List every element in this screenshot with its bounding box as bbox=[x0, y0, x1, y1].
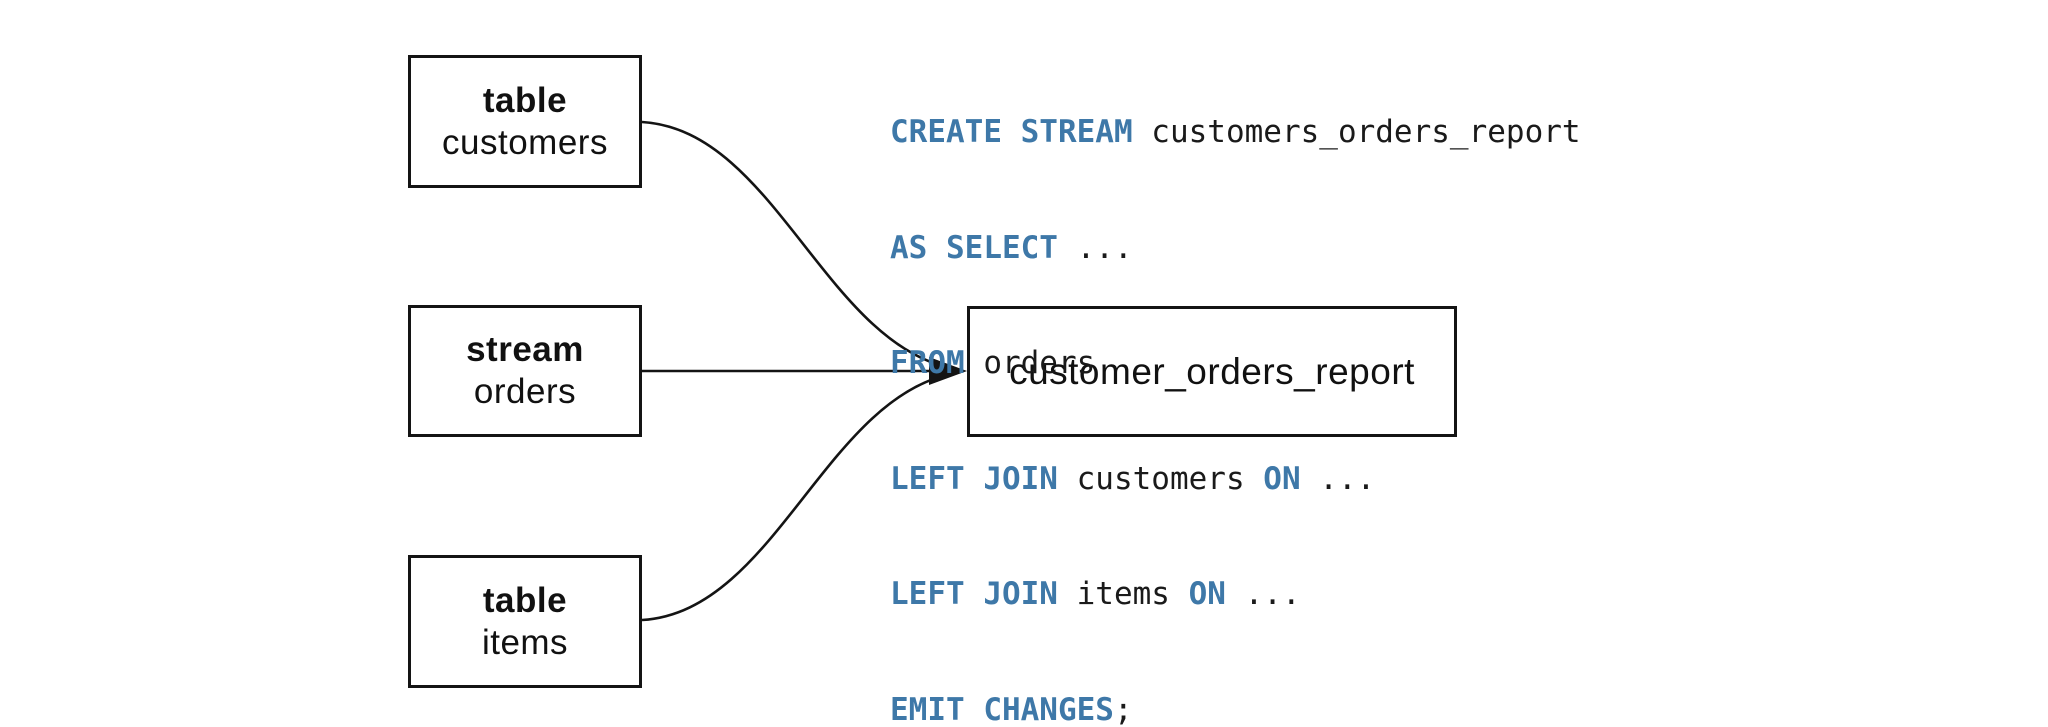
node-kind-label: table bbox=[482, 80, 568, 120]
node-name-label: customers bbox=[442, 122, 608, 162]
node-name-label: customer_orders_report bbox=[1009, 350, 1415, 392]
sql-text: customers_orders_report bbox=[1132, 114, 1581, 150]
node-kind-label: stream bbox=[466, 330, 584, 369]
sql-keyword: LEFT JOIN bbox=[890, 460, 1058, 497]
code-line: AS SELECT ... bbox=[890, 229, 1581, 268]
node-name-label: orders bbox=[473, 372, 577, 411]
node-stream-orders: stream orders bbox=[408, 305, 642, 437]
sql-keyword: FROM bbox=[890, 345, 965, 381]
node-name-label: items bbox=[481, 622, 569, 662]
sql-code-block: CREATE STREAM customers_orders_report AS… bbox=[890, 36, 1581, 727]
sql-text: ... bbox=[1300, 460, 1376, 497]
sql-keyword: ON bbox=[1188, 576, 1226, 612]
sql-text: ... bbox=[1225, 576, 1301, 612]
sql-keyword: CREATE STREAM bbox=[890, 114, 1133, 150]
edge-items-to-report bbox=[641, 371, 956, 622]
edge-customers-to-report bbox=[641, 120, 956, 371]
node-customer-orders-report: customer_orders_report bbox=[967, 306, 1457, 437]
sql-keyword: LEFT JOIN bbox=[890, 576, 1058, 612]
sql-keyword: EMIT CHANGES bbox=[890, 691, 1114, 727]
arrowhead-icon bbox=[929, 357, 967, 385]
sql-text: ... bbox=[1057, 229, 1133, 266]
sql-keyword: ON bbox=[1263, 460, 1301, 497]
code-line: EMIT CHANGES; bbox=[890, 691, 1581, 727]
code-line: LEFT JOIN items ON ... bbox=[890, 575, 1581, 614]
code-line: CREATE STREAM customers_orders_report bbox=[890, 113, 1581, 152]
code-line: FROM orders bbox=[890, 344, 1581, 383]
code-line: LEFT JOIN customers ON ... bbox=[890, 460, 1581, 499]
node-kind-label: table bbox=[482, 580, 568, 620]
sql-text: customers bbox=[1057, 460, 1264, 497]
sql-text: orders bbox=[964, 345, 1096, 381]
node-table-items: table items bbox=[408, 555, 642, 688]
sql-text: ; bbox=[1113, 691, 1133, 727]
sql-text: items bbox=[1057, 576, 1189, 612]
sql-keyword: AS SELECT bbox=[890, 229, 1058, 266]
node-table-customers: table customers bbox=[408, 55, 642, 188]
